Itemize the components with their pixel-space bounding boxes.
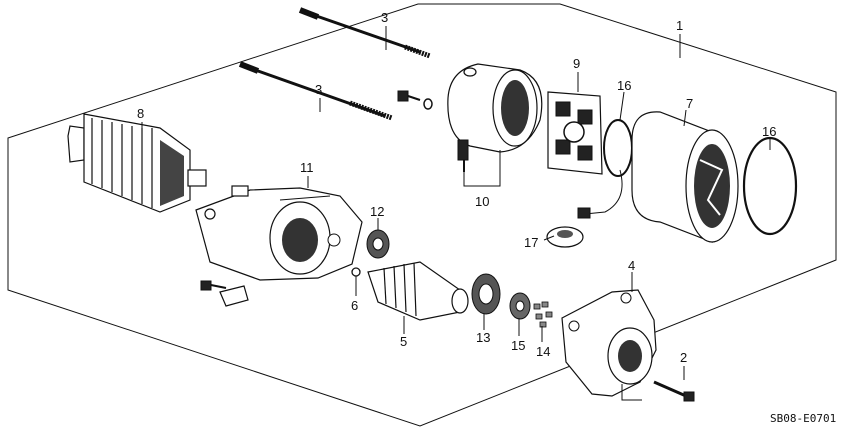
yoke-housing [577,111,739,243]
callout-labels: 1 2 3 3 4 5 6 7 8 9 10 11 12 13 14 15 16… [137,10,776,365]
armature [67,113,207,213]
callout-1: 1 [676,18,683,33]
o-ring-front [742,136,798,236]
callout-5: 5 [400,334,407,349]
idler-gear [471,273,501,315]
callout-13: 13 [476,330,490,345]
housing-screw [397,90,433,110]
callout-3-upper: 3 [381,10,388,25]
rubber-seal [546,226,584,248]
rollers [533,301,553,328]
callout-15: 15 [511,338,525,353]
callout-6: 6 [351,298,358,313]
callout-14: 14 [536,344,550,359]
callout-12: 12 [370,204,384,219]
assembly-frame [7,3,837,427]
callout-7: 7 [686,96,693,111]
solenoid-housing [195,185,363,281]
callout-8: 8 [137,106,144,121]
callout-2: 2 [680,350,687,365]
callout-17: 17 [524,235,538,250]
solenoid-bolt [200,280,227,291]
callout-4: 4 [628,258,635,273]
brush-holder [547,91,603,175]
through-bolt-upper [298,7,431,59]
callout-16-front: 16 [762,124,776,139]
callout-3-lower: 3 [315,82,322,97]
bearing-retainer [509,292,531,320]
leader-lines [141,26,771,401]
yoke-lead-wire [584,169,623,215]
callout-11: 11 [300,160,314,175]
steel-ball [351,267,361,277]
solenoid-bracket [219,285,249,307]
idler-gear-small [366,229,390,259]
drive-end-housing [561,289,657,397]
callout-10: 10 [475,194,489,209]
gear-housing [447,63,543,172]
drive-housing-bolt [653,380,695,402]
through-bolt-lower [238,61,393,121]
diagram-code: SB08-E0701 [770,412,836,425]
o-ring-rear [603,119,633,177]
pinion-clutch [367,261,469,321]
callout-9: 9 [573,56,580,71]
callout-16-rear: 16 [617,78,631,93]
